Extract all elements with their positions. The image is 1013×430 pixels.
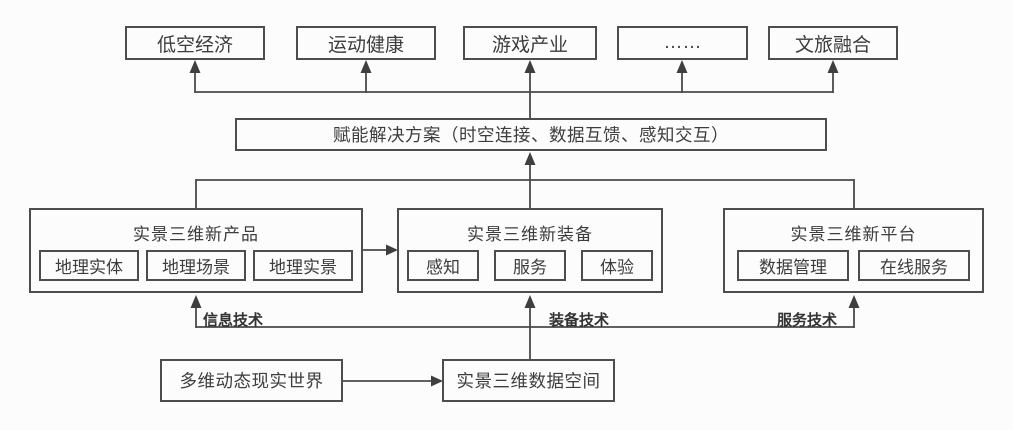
arrowhead-into-equipment-left	[386, 244, 398, 256]
pillar-new-products-title: 实景三维新产品	[133, 224, 259, 244]
industry-box-gaming: 游戏产业	[463, 26, 597, 60]
industry-box-sport-health: 运动健康	[296, 26, 436, 60]
sub-box-perception: 感知	[407, 250, 479, 281]
box-multidimensional-real-world: 多维动态现实世界	[160, 359, 343, 402]
pillar-new-equipment: 实景三维新装备 感知 服务 体验	[397, 208, 663, 293]
pillar-new-platform-title: 实景三维新平台	[790, 224, 917, 244]
arrowhead-gaming	[524, 60, 536, 73]
label-information-technology: 信息技术	[203, 312, 264, 329]
pillar-new-products: 实景三维新产品 地理实体 地理场景 地理实景	[29, 208, 363, 293]
pillar-new-products-items: 地理实体 地理场景 地理实景	[39, 250, 353, 281]
arrowhead-low-altitude	[189, 60, 201, 73]
sub-box-data-management: 数据管理	[737, 250, 849, 281]
arrowhead-into-solution	[524, 152, 536, 165]
label-equipment-technology: 装备技术	[549, 312, 610, 329]
arrowhead-ellipsis	[676, 60, 688, 73]
box-3d-data-space: 实景三维数据空间	[442, 359, 615, 402]
sub-box-experience: 体验	[581, 250, 653, 281]
industry-box-ellipsis: ……	[617, 26, 748, 60]
pillar-new-platform-items: 数据管理 在线服务	[733, 250, 974, 281]
sub-box-service: 服务	[494, 250, 566, 281]
sub-box-geo-entity: 地理实体	[39, 250, 139, 281]
sub-box-geo-reality: 地理实景	[253, 250, 353, 281]
pillar-new-equipment-title: 实景三维新装备	[467, 224, 593, 244]
arrowhead-info-tech	[190, 295, 202, 308]
arrowhead-sport-health	[360, 60, 372, 73]
sub-box-online-service: 在线服务	[858, 250, 970, 281]
arrowhead-equipment-tech	[524, 295, 536, 308]
sub-box-geo-scene: 地理场景	[146, 250, 246, 281]
arrowhead-culture-tourism	[827, 60, 839, 73]
pillar-new-equipment-items: 感知 服务 体验	[407, 250, 653, 281]
industry-box-low-altitude-economy: 低空经济	[125, 26, 265, 60]
arrowhead-into-dataspace	[431, 375, 443, 387]
label-service-technology: 服务技术	[777, 312, 838, 329]
pillar-new-platform: 实景三维新平台 数据管理 在线服务	[723, 208, 984, 293]
arrowhead-service-tech	[848, 295, 860, 308]
solution-box: 赋能解决方案（时空连接、数据互馈、感知交互）	[235, 118, 827, 151]
industry-box-culture-tourism: 文旅融合	[768, 26, 898, 60]
